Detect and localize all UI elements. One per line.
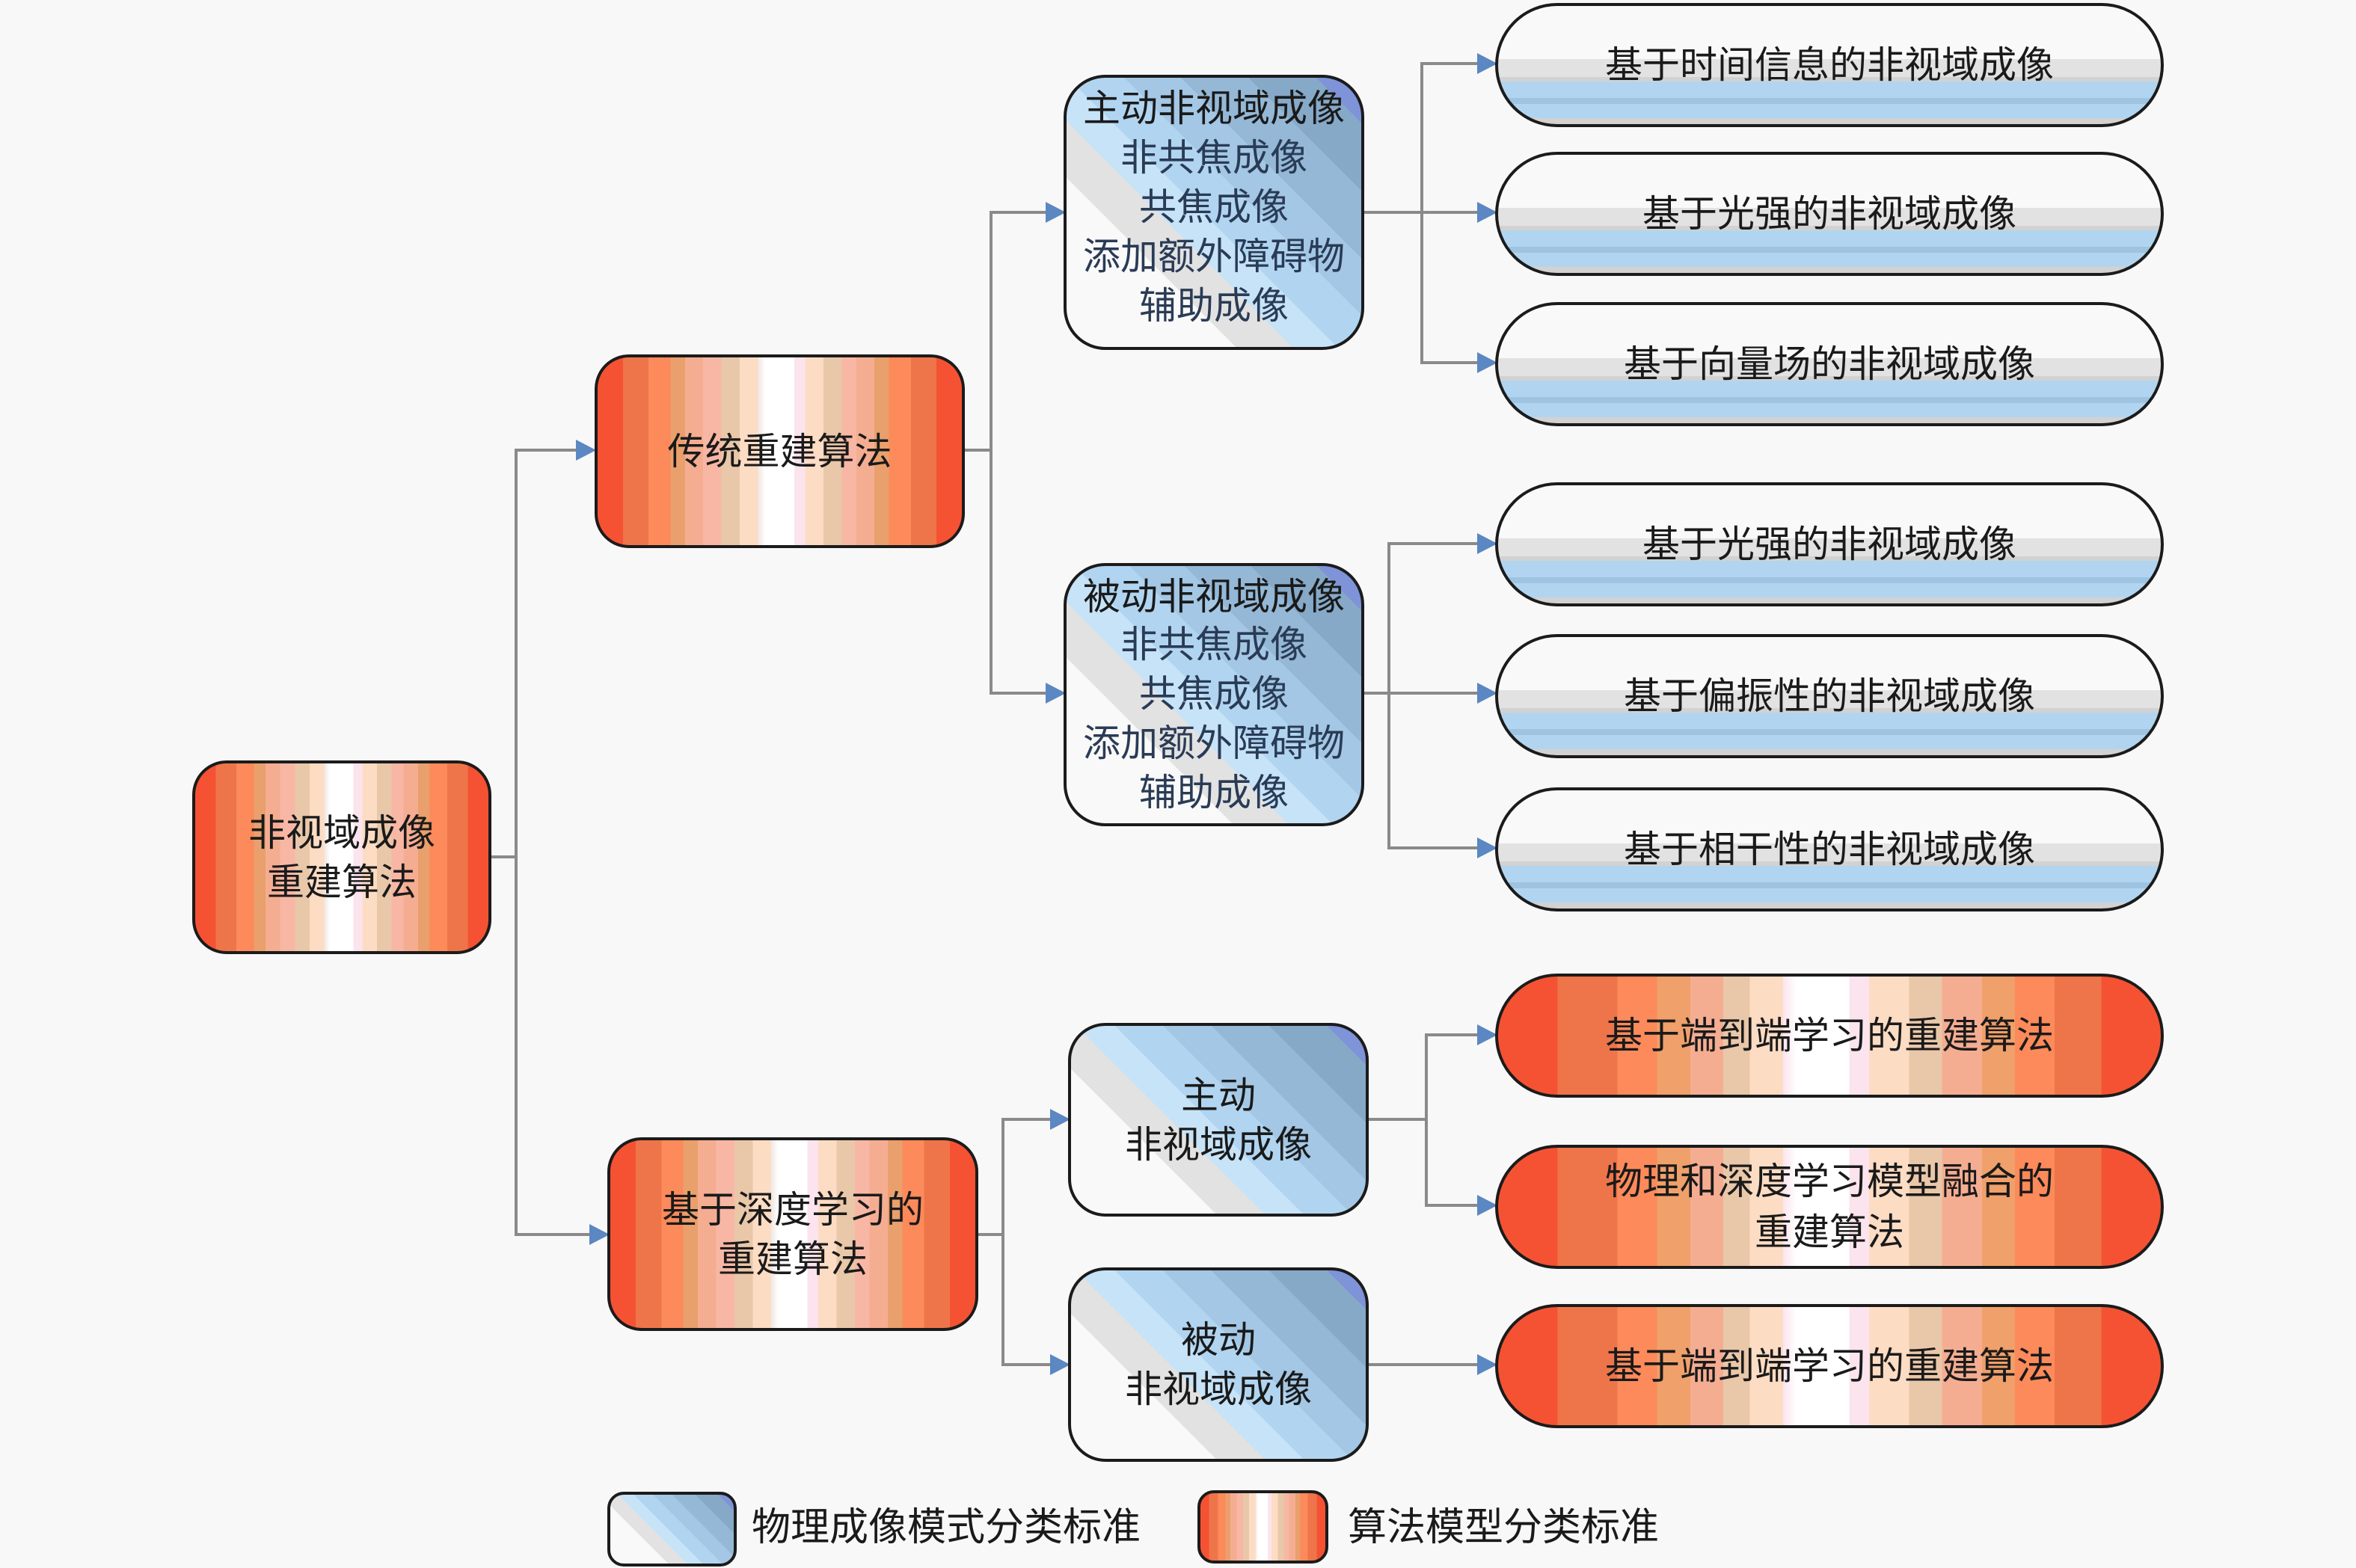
legend-physical-label: 物理成像模式分类标准: [752, 1505, 1141, 1550]
leaf-vector-field: 基于向量场的非视域成像: [1495, 302, 2164, 426]
leaf-time-information: 基于时间信息的非视域成像: [1495, 3, 2164, 127]
traditional-active-item: 非共焦成像: [1120, 136, 1307, 179]
leaf-label: 基于相干性的非视域成像: [1624, 828, 2035, 871]
connector-dlactive-leaf2: [1425, 1119, 1477, 1207]
root-node: 非视域成像 重建算法: [192, 760, 491, 954]
leaf-label: 基于光强的非视域成像: [1642, 523, 2016, 566]
deep-learning-label-line2: 重建算法: [718, 1237, 868, 1281]
traditional-active-node: 主动非视域成像 非共焦成像 共焦成像 添加额外障碍物 辅助成像: [1064, 75, 1364, 350]
connector-passive-leaf3: [1387, 693, 1477, 849]
traditional-passive-node: 被动非视域成像 非共焦成像 共焦成像 添加额外障碍物 辅助成像: [1064, 563, 1364, 826]
traditional-passive-item: 辅助成像: [1139, 771, 1289, 814]
arrow-icon: [576, 440, 596, 461]
leaf-light-intensity-passive: 基于光强的非视域成像: [1495, 482, 2164, 606]
root-label-line2: 重建算法: [267, 860, 417, 904]
leaf-coherence: 基于相干性的非视域成像: [1495, 787, 2164, 911]
traditional-active-item: 添加额外障碍物: [1083, 235, 1345, 278]
leaf-polarization: 基于偏振性的非视域成像: [1495, 634, 2164, 758]
leaf-label-line2: 重建算法: [1755, 1211, 1904, 1254]
arrow-icon: [1046, 683, 1066, 704]
leaf-label-line1: 物理和深度学习模型融合的: [1605, 1160, 2054, 1203]
arrow-icon: [1477, 202, 1497, 223]
connector-dlactive-leaf1: [1369, 1033, 1477, 1121]
deep-learning-passive-line2: 非视域成像: [1125, 1368, 1312, 1411]
connector-dl-passive: [1001, 1235, 1050, 1366]
arrow-icon: [1477, 837, 1497, 858]
leaf-end-to-end-passive: 基于端到端学习的重建算法: [1495, 1304, 2164, 1428]
legend-algorithm-swatch-icon: [1197, 1490, 1328, 1564]
connector-dl-active: [978, 1118, 1050, 1236]
arrow-icon: [1477, 1195, 1497, 1216]
connector-passive-leaf1: [1364, 542, 1477, 695]
leaf-label: 基于光强的非视域成像: [1642, 192, 2016, 236]
arrow-icon: [1477, 1354, 1497, 1375]
deep-learning-passive-line1: 被动: [1181, 1318, 1256, 1362]
arrow-icon: [1477, 53, 1497, 74]
deep-learning-active-line1: 主动: [1181, 1073, 1256, 1117]
connector-traditional-passive: [990, 450, 1046, 695]
connector-traditional-active: [965, 211, 1046, 452]
traditional-active-title: 主动非视域成像: [1083, 87, 1345, 130]
traditional-active-item: 共焦成像: [1139, 185, 1289, 229]
leaf-label: 基于时间信息的非视域成像: [1605, 43, 2054, 87]
leaf-label: 基于端到端学习的重建算法: [1605, 1344, 2054, 1388]
traditional-passive-item: 添加额外障碍物: [1083, 722, 1345, 765]
leaf-label: 基于偏振性的非视域成像: [1624, 674, 2035, 718]
traditional-passive-item: 共焦成像: [1139, 672, 1289, 716]
deep-learning-label-line1: 基于深度学习的: [662, 1187, 924, 1232]
connector-active-leaf1: [1364, 62, 1477, 214]
leaf-light-intensity-active: 基于光强的非视域成像: [1495, 152, 2164, 276]
traditional-passive-item: 非共焦成像: [1120, 623, 1307, 666]
deep-learning-passive-node: 被动 非视域成像: [1068, 1267, 1369, 1462]
leaf-label: 基于端到端学习的重建算法: [1605, 1014, 2054, 1057]
arrow-icon: [1477, 352, 1497, 373]
legend-algorithm-label: 算法模型分类标准: [1348, 1505, 1660, 1550]
deep-learning-active-line2: 非视域成像: [1125, 1122, 1312, 1166]
arrowheads: [576, 53, 1497, 1375]
arrow-icon: [1050, 1109, 1070, 1130]
connector-active-leaf3: [1420, 212, 1477, 364]
arrow-icon: [1046, 202, 1066, 223]
leaf-label: 基于向量场的非视域成像: [1624, 342, 2035, 386]
connector-root-deeplearning: [515, 857, 589, 1236]
arrow-icon: [589, 1224, 610, 1245]
leaf-physics-dl-fusion: 物理和深度学习模型融合的 重建算法: [1495, 1145, 2164, 1269]
arrow-icon: [1050, 1354, 1070, 1375]
arrow-icon: [1477, 1024, 1497, 1045]
traditional-active-item: 辅助成像: [1139, 284, 1289, 328]
arrow-icon: [1477, 683, 1497, 704]
connector-root-traditional: [491, 449, 576, 858]
root-label-line1: 非视域成像: [248, 811, 435, 855]
leaf-end-to-end-active: 基于端到端学习的重建算法: [1495, 974, 2164, 1098]
traditional-node: 传统重建算法: [595, 354, 965, 548]
traditional-passive-title: 被动非视域成像: [1083, 575, 1345, 618]
arrow-icon: [1477, 533, 1497, 554]
traditional-label: 传统重建算法: [667, 429, 892, 473]
legend-physical-swatch-icon: [607, 1492, 737, 1567]
connector-lines: [491, 62, 1477, 1366]
deep-learning-active-node: 主动 非视域成像: [1068, 1023, 1369, 1217]
deep-learning-node: 基于深度学习的 重建算法: [607, 1137, 978, 1331]
